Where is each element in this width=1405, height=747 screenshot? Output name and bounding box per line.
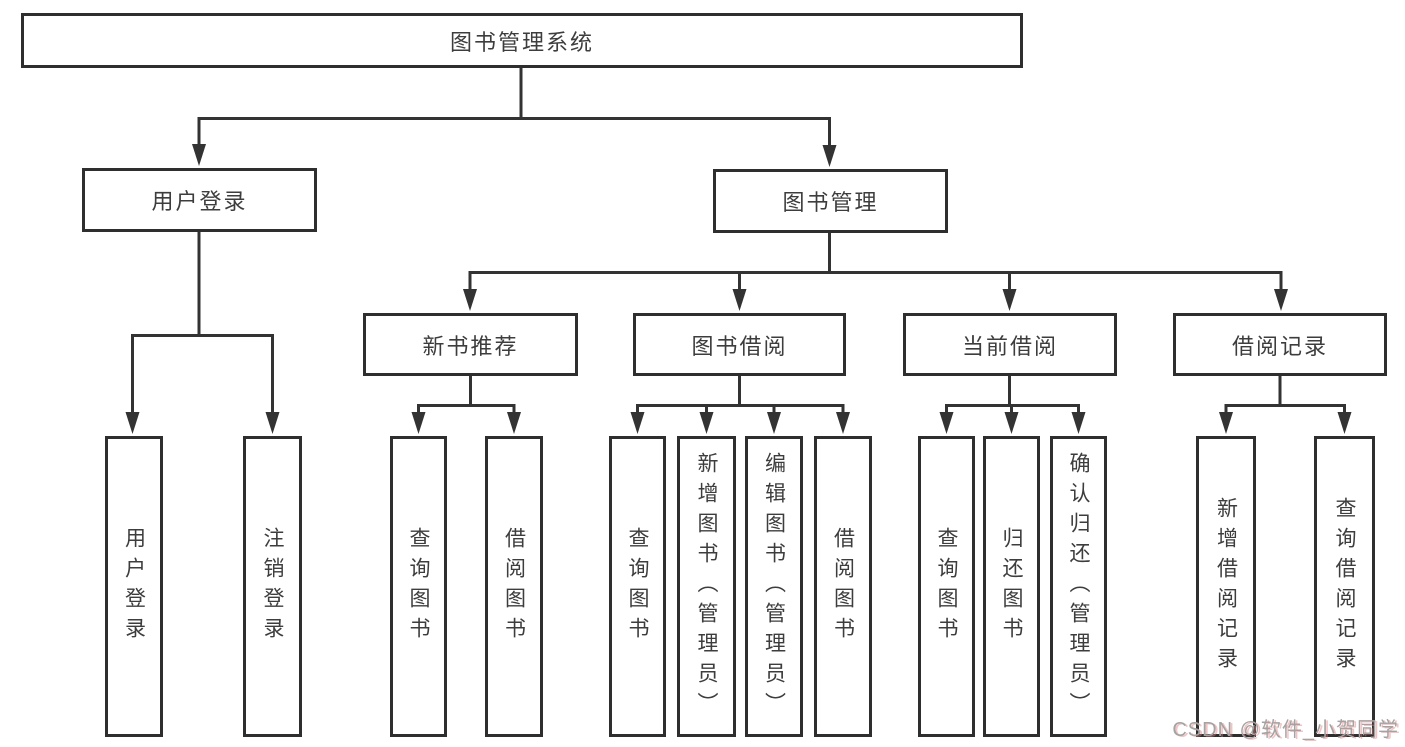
leaf-return-books: 归还图书: [983, 436, 1040, 737]
watermark: CSDN @软件_小贺同学: [1172, 719, 1399, 741]
leaf-add-borrow-record: 新增借阅记录: [1196, 436, 1256, 737]
node-book-borrow: 图书借阅: [633, 313, 846, 376]
leaf-add-book-admin: 新增图书（管理员）: [677, 436, 736, 737]
node-borrow-records: 借阅记录: [1173, 313, 1387, 376]
node-book-management: 图书管理: [713, 169, 948, 233]
connector-arrowhead: [125, 144, 1352, 434]
leaf-query-books-2: 查询图书: [609, 436, 666, 737]
leaf-edit-book-admin: 编辑图书（管理员）: [745, 436, 803, 737]
leaf-user-login: 用户登录: [105, 436, 163, 737]
leaf-query-borrow-record: 查询借阅记录: [1314, 436, 1375, 737]
leaf-borrow-books-1: 借阅图书: [485, 436, 543, 737]
node-root: 图书管理系统: [21, 13, 1023, 68]
node-current-borrow: 当前借阅: [903, 313, 1117, 376]
leaf-query-books-1: 查询图书: [390, 436, 447, 737]
node-new-book-recommend: 新书推荐: [363, 313, 578, 376]
leaf-confirm-return-admin: 确认归还（管理员）: [1050, 436, 1107, 737]
node-user-login: 用户登录: [82, 168, 317, 232]
leaf-logout: 注销登录: [243, 436, 302, 737]
leaf-borrow-books-2: 借阅图书: [814, 436, 872, 737]
leaf-query-books-3: 查询图书: [918, 436, 975, 737]
